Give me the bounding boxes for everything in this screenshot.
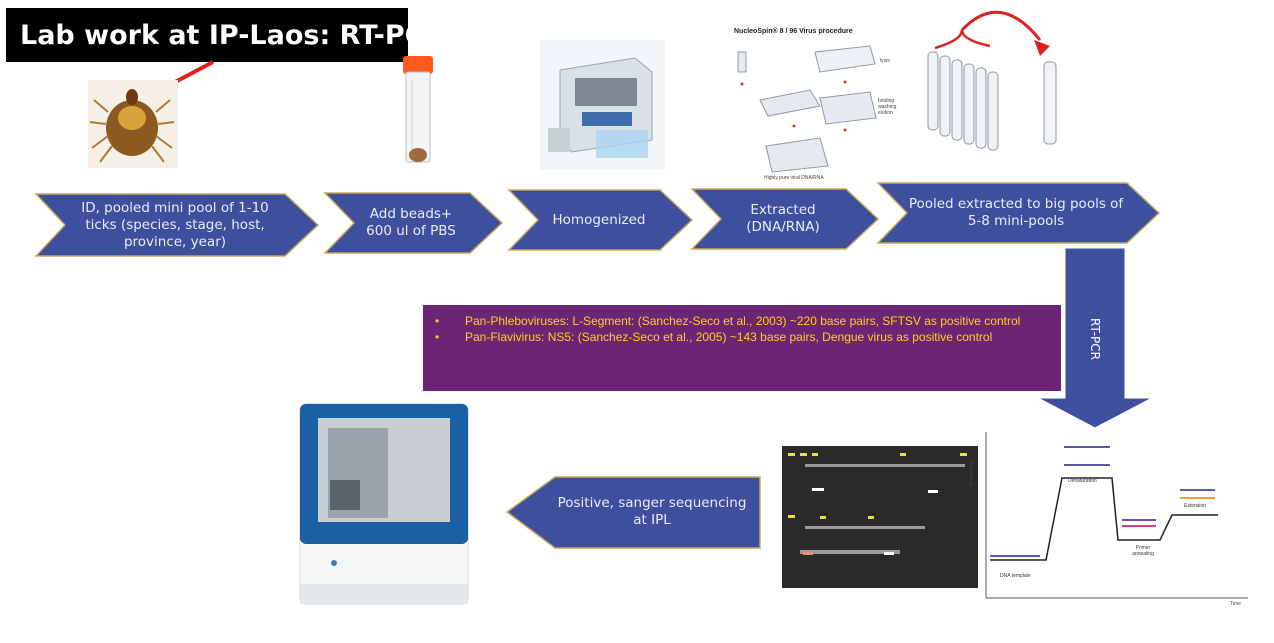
homogenizer-illustration <box>540 40 665 170</box>
chevron-step-2 <box>323 192 504 254</box>
pcr-temperature-graph <box>985 432 1248 599</box>
rt-pcr-down-arrow <box>1037 247 1153 429</box>
pcr-stage-denaturation: Denaturation <box>1068 478 1097 484</box>
page-title: Lab work at IP-Laos: RT-PCR <box>6 8 445 62</box>
pcr-y-axis-label: Temperature <box>969 458 976 488</box>
procedure-title: NucleoSpin® 8 / 96 Virus procedure <box>734 28 853 35</box>
assay-item-flavivirus: • Pan-Flavivirus: NS5: (Sanchez-Seco et … <box>435 330 993 344</box>
pcr-x-axis-label: Time <box>1230 601 1241 607</box>
sequencer-illustration <box>299 403 469 605</box>
extraction-procedure-illustration <box>720 24 900 184</box>
pooling-tubes-illustration <box>927 10 1057 151</box>
final-step-left-arrow <box>505 476 761 549</box>
pcr-stage-template: DNA template <box>1000 573 1031 579</box>
chevron-step-3 <box>507 189 694 251</box>
chevron-step-1 <box>34 193 320 257</box>
step-4-label: Extracted (DNA/RNA) <box>746 202 820 235</box>
step-1-label: ID, pooled mini pool of 1-10 ticks (spec… <box>81 199 269 250</box>
assay-box: • Pan-Phleboviruses: L-Segment: (Sanchez… <box>423 305 1061 391</box>
page-title-text: Lab work at IP-Laos: RT-PCR <box>20 19 446 51</box>
pcr-stage-extension: Extension <box>1184 503 1206 509</box>
chevron-step-4 <box>690 188 880 250</box>
pcr-stage-annealing: Primer annealing <box>1132 545 1154 557</box>
procedure-eluate-label: Highly pure viral DNA/RNA <box>764 175 824 181</box>
final-step-label: Positive, sanger sequencing at IPL <box>557 495 747 528</box>
step-2-label: Add beads+ 600 ul of PBS <box>366 206 456 239</box>
step-chevrons <box>34 182 1161 257</box>
step-5-label: Pooled extracted to big pools of 5-8 min… <box>908 196 1124 229</box>
step-3-label: Homogenized <box>552 211 646 228</box>
procedure-binding-label: binding washing elution <box>878 98 897 116</box>
rt-pcr-label: RT-PCR <box>1088 318 1102 360</box>
sample-tube-illustration <box>403 56 433 163</box>
tick-illustration <box>88 80 178 168</box>
chevron-step-5 <box>876 182 1161 244</box>
procedure-lysis-label: lysis <box>880 58 890 64</box>
assay-item-phlebovirus: • Pan-Phleboviruses: L-Segment: (Sanchez… <box>435 314 1021 328</box>
gel-electrophoresis-illustration <box>782 446 978 588</box>
